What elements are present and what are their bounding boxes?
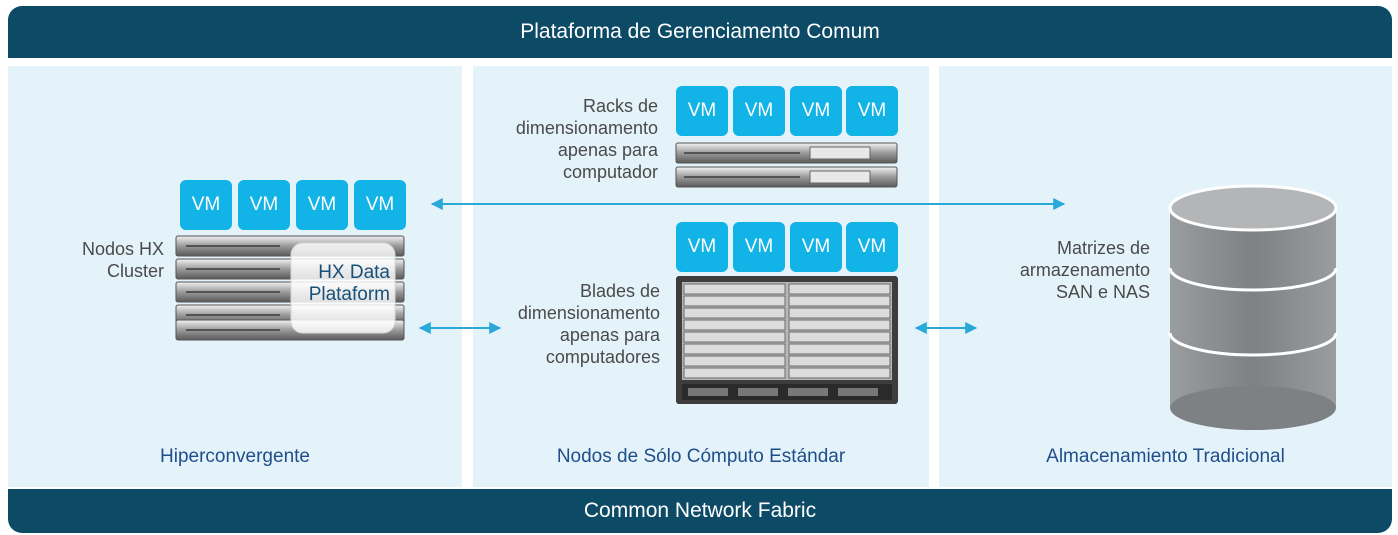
vm-box: VM — [238, 180, 290, 230]
rack-servers — [675, 142, 898, 188]
vm-box: VM — [676, 222, 728, 272]
hx-data-platform-overlay — [290, 242, 396, 334]
vm-box: VM — [790, 86, 842, 136]
vm-box: VM — [733, 222, 785, 272]
blades-label: Blades de dimensionamento apenas para co… — [517, 281, 660, 367]
vm-box: VM — [846, 222, 898, 272]
management-platform-bar: Plataforma de Gerenciamento Comum — [8, 6, 1392, 58]
network-fabric-title: Common Network Fabric — [583, 499, 817, 522]
storage-caption: Almacenamiento Tradicional — [1046, 446, 1285, 467]
network-fabric-bar: Common Network Fabric — [8, 489, 1392, 533]
racks-label: Racks de dimensionamento apenas para com… — [515, 96, 658, 182]
storage-arrays-label: Matrizes de armazenamento SAN e NAS — [1019, 238, 1150, 302]
vm-box: VM — [180, 180, 232, 230]
hx-data-platform-label: HX Data Plataform — [308, 262, 390, 305]
vm-box: VM — [846, 86, 898, 136]
vm-box: VM — [676, 86, 728, 136]
hx-nodes-label: Nodos HX Cluster — [81, 239, 164, 281]
blade-chassis — [676, 276, 898, 404]
management-platform-title: Plataforma de Gerenciamento Comum — [520, 20, 880, 43]
vm-box: VM — [733, 86, 785, 136]
vm-box: VM — [296, 180, 348, 230]
hyperconverged-caption: Hiperconvergente — [160, 446, 310, 467]
database-icon — [1168, 184, 1338, 430]
compute-caption: Nodos de Sólo Cómputo Estándar — [556, 446, 846, 467]
vm-box: VM — [354, 180, 406, 230]
vm-box: VM — [790, 222, 842, 272]
